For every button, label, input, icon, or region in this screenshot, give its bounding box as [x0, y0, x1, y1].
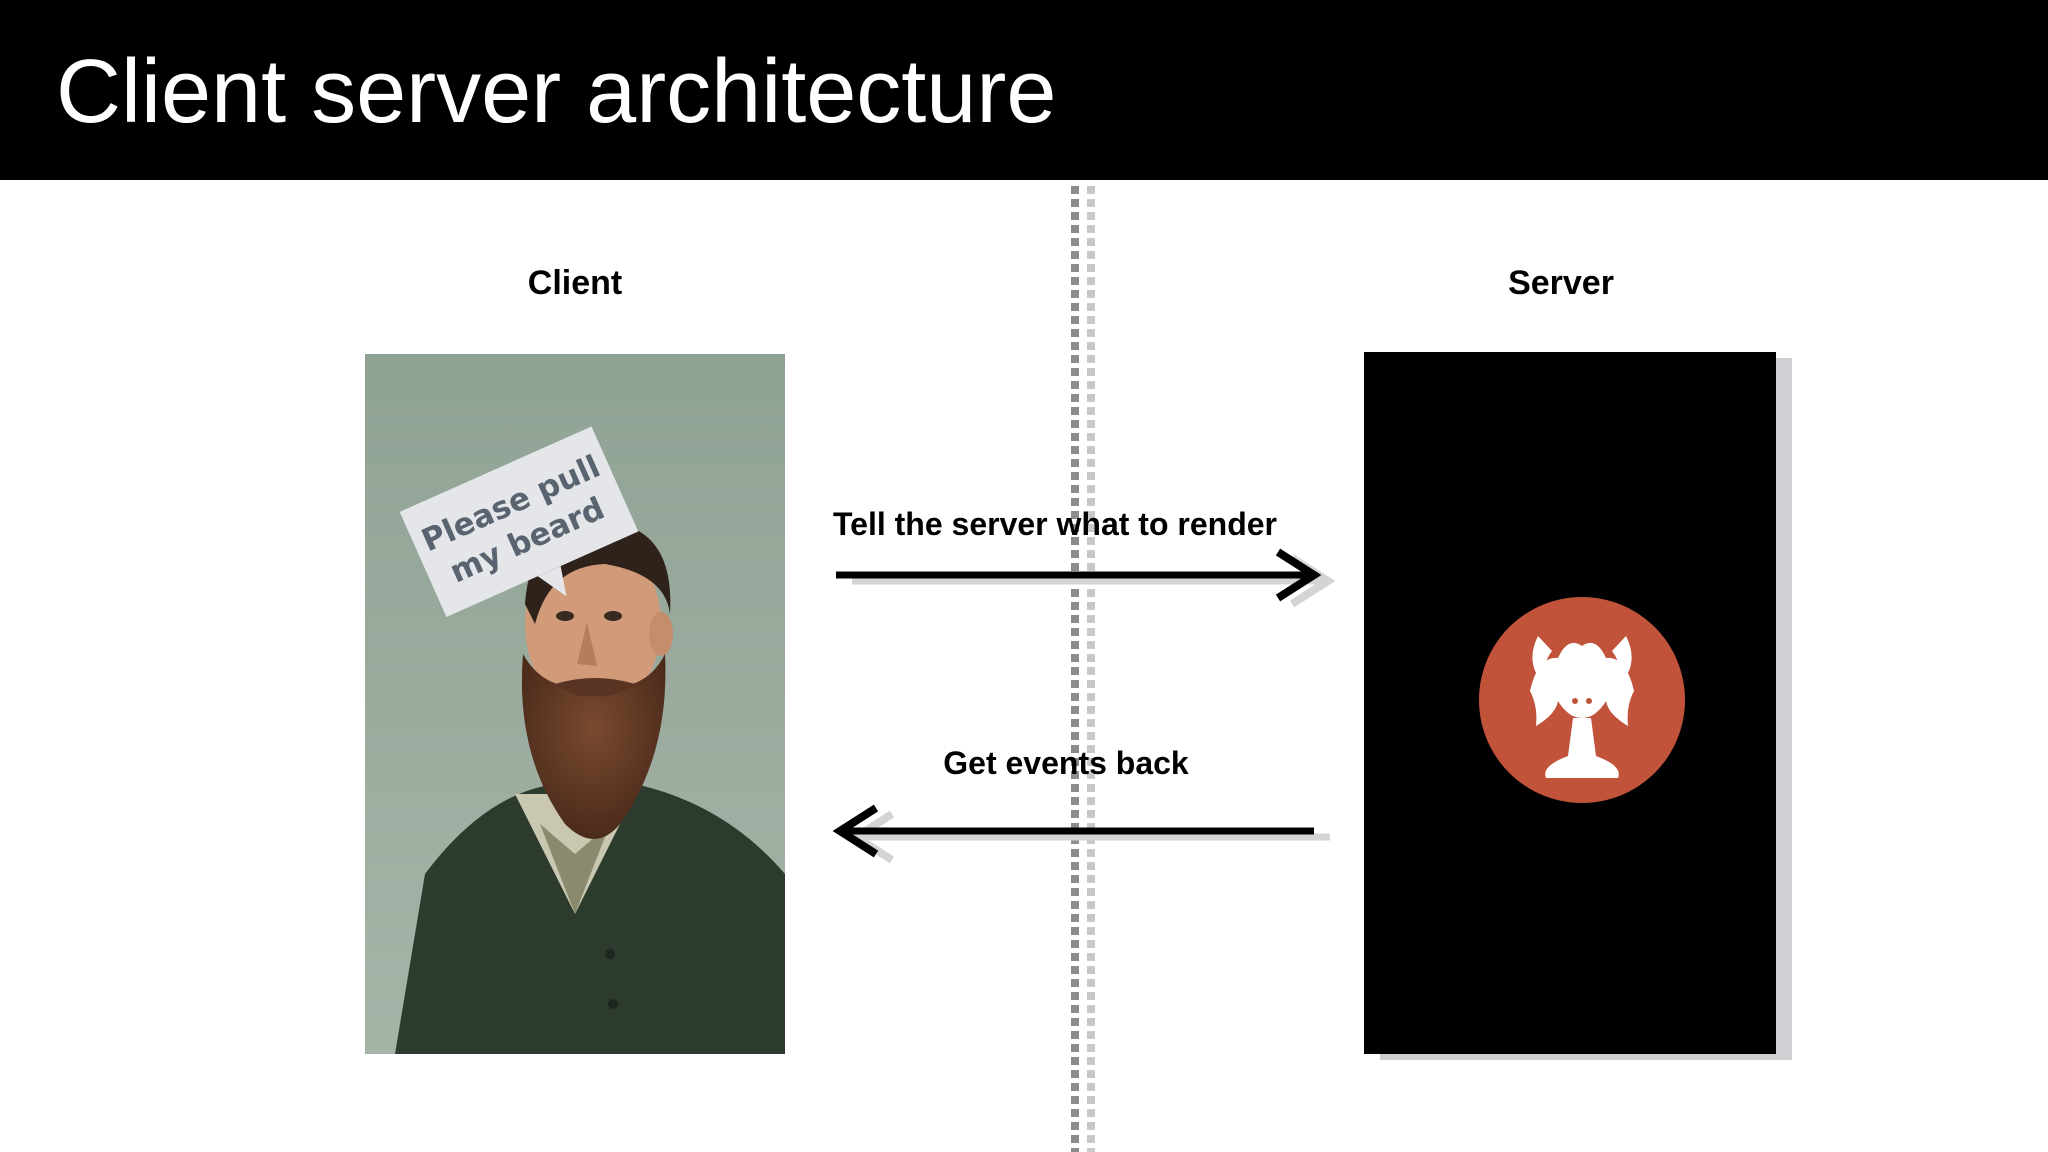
response-arrow	[832, 804, 1330, 864]
elm-mascot-icon	[1478, 596, 1686, 804]
bearded-man-illustration: Please pull my beard	[365, 354, 785, 1054]
response-arrow-label: Get events back	[943, 745, 1189, 781]
client-server-divider	[1071, 186, 1079, 1152]
request-arrow-label: Tell the server what to render	[833, 506, 1277, 542]
client-server-divider-shadow	[1087, 186, 1095, 1152]
server-label: Server	[1508, 264, 1614, 302]
client-label: Client	[527, 264, 623, 302]
client-portrait: Please pull my beard	[365, 354, 785, 1054]
slide-title: Client server architecture	[56, 42, 1057, 142]
arrows-diagram	[832, 548, 1336, 864]
request-arrow	[836, 548, 1336, 608]
title-bar: Client server architecture	[0, 0, 2048, 180]
